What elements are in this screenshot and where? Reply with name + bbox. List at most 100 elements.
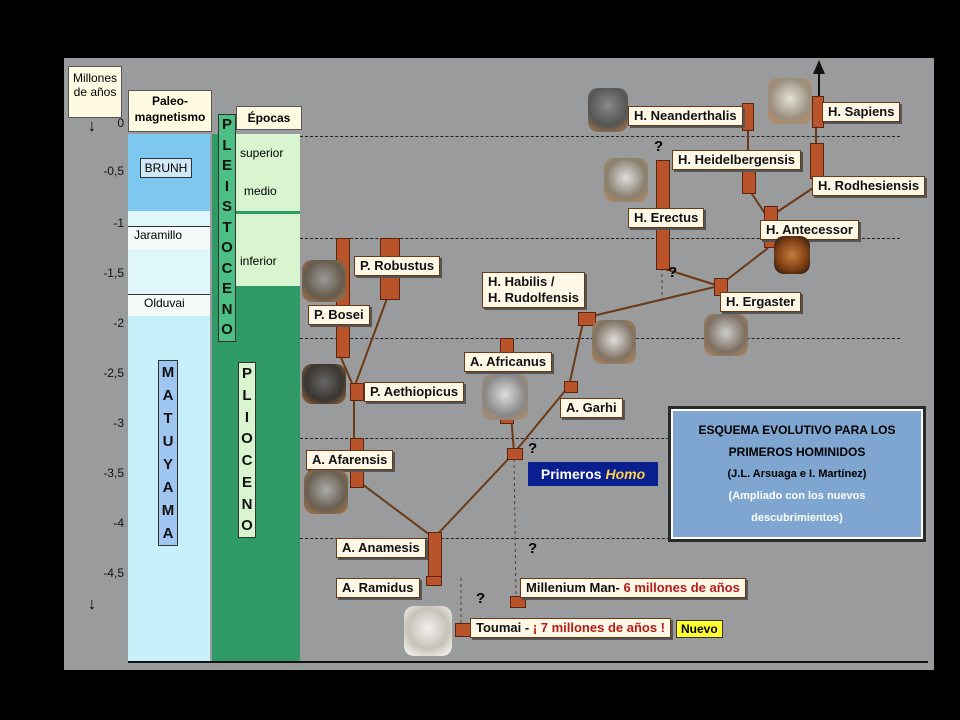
paleo-header: Paleo-magnetismo: [128, 90, 212, 132]
medio-zone: [234, 184, 300, 211]
vertical-letter: L: [222, 136, 232, 154]
vertical-letter: N: [221, 300, 233, 318]
primeros-text: Primeros: [540, 466, 606, 482]
vertical-letter: A: [162, 479, 174, 496]
bar-aethiopicus: [350, 383, 364, 401]
vertical-letter: I: [244, 408, 250, 426]
tick-3.5: -3,5: [103, 466, 124, 480]
bar-habilis: [578, 312, 596, 326]
vertical-letter: S: [221, 198, 232, 216]
vertical-letter: E: [221, 280, 232, 298]
vertical-letter: O: [221, 321, 233, 339]
question-mark: ?: [668, 264, 678, 281]
arrow-down-icon: ↓: [88, 118, 96, 135]
tick-1.5: -1,5: [103, 266, 124, 280]
vertical-letter: P: [241, 365, 252, 382]
skull-image-sapiens: [768, 78, 812, 124]
vertical-letter: E: [221, 157, 232, 175]
tick-3: -3: [113, 416, 124, 430]
vertical-letter: O: [221, 239, 233, 257]
vertical-letter: N: [241, 495, 253, 513]
vertical-letter: M: [161, 364, 175, 381]
label-neanderthalis: H. Neanderthalis: [628, 106, 743, 126]
skull-image-toumai: [404, 606, 452, 656]
skull-image-bosei: [302, 260, 346, 302]
label-habilis: H. Habilis / H. Rudolfensis: [482, 272, 586, 308]
tick-4: -4: [113, 516, 124, 530]
inferior-zone: [234, 214, 300, 286]
nuevo-badge: Nuevo: [676, 620, 723, 638]
dashed-line: [300, 238, 900, 239]
question-mark: ?: [476, 590, 486, 607]
axis-header: Millones de años: [68, 66, 122, 118]
legend-line-4: (Ampliado con los nuevos: [728, 490, 866, 502]
label-millenium: Millenium Man- 6 millones de años: [520, 578, 746, 598]
question-mark: ?: [528, 440, 538, 457]
tick-1: -1: [113, 216, 124, 230]
label-rodhesiensis: H. Rodhesiensis: [812, 176, 926, 196]
vertical-letter: U: [162, 433, 174, 450]
jaramillo-zone: [128, 226, 210, 249]
dashed-line: [300, 136, 900, 137]
legend-line-2: PRIMEROS HOMINIDOS: [728, 445, 866, 459]
legend-line-5: descubrimientos): [751, 512, 843, 524]
arrow-down-icon: ↓: [88, 596, 96, 613]
arrow-up-icon: [813, 60, 825, 74]
vertical-letter: E: [241, 473, 252, 491]
bar-ramidus: [426, 576, 442, 586]
vertical-letter: I: [224, 177, 230, 195]
medio-label: medio: [244, 184, 277, 198]
legend-line-3: (J.L. Arsuaga e I. Martínez): [727, 468, 867, 480]
olduvai-zone: [128, 294, 210, 317]
legend-box: ESQUEMA EVOLUTIVO PARA LOS PRIMEROS HOMI…: [668, 406, 926, 542]
vertical-letter: P: [221, 116, 232, 133]
label-garhi: A. Garhi: [560, 398, 623, 418]
label-afarensis: A. Afarensis: [306, 450, 394, 470]
vertical-letter: O: [241, 517, 253, 535]
label-ergaster: H. Ergaster: [720, 292, 802, 312]
vertical-letter: T: [163, 410, 173, 427]
bar-garhi-node: [507, 448, 523, 460]
bruhn-label: BRUNH: [140, 158, 192, 178]
bar-garhi: [564, 381, 578, 393]
primeros-homo-banner: Primeros Homo: [528, 462, 658, 486]
skull-image-antecessor: [774, 236, 810, 274]
label-erectus: H. Erectus: [628, 208, 705, 228]
superior-label: superior: [240, 146, 284, 160]
toumai-prefix: Toumai -: [476, 620, 533, 635]
tick-4.5: -4,5: [103, 566, 124, 580]
vertical-letter: C: [221, 259, 233, 277]
tick-0: 0: [117, 116, 124, 130]
legend-inner: ESQUEMA EVOLUTIVO PARA LOS PRIMEROS HOMI…: [671, 409, 923, 539]
vertical-letter: L: [242, 386, 252, 404]
skull-image-afarensis: [304, 470, 348, 514]
label-africanus: A. Africanus: [464, 352, 553, 372]
vertical-letter: C: [241, 452, 253, 469]
homo-text: Homo: [605, 466, 646, 482]
tick-0.5: -0,5: [103, 164, 124, 178]
skull-image-habilis: [592, 320, 636, 364]
label-heidelbergensis: H. Heidelbergensis: [672, 150, 802, 170]
toumai-highlight: ¡ 7 millones de años !: [532, 620, 666, 635]
millenium-highlight: 6 millones de años: [623, 580, 740, 595]
vertical-letter: M: [161, 502, 175, 519]
vertical-letter: A: [162, 387, 174, 404]
label-aethiopicus: P. Aethiopicus: [364, 382, 465, 402]
inferior-label: inferior: [240, 254, 277, 268]
skull-image-ergaster: [704, 314, 748, 356]
vertical-letter: O: [241, 430, 253, 448]
baseline: [128, 661, 928, 663]
legend-line-1: ESQUEMA EVOLUTIVO PARA LOS: [698, 423, 896, 437]
bar-toumai: [455, 623, 471, 637]
vertical-letter: T: [222, 218, 232, 236]
bar-neanderthalis: [742, 103, 754, 131]
question-mark: ?: [528, 540, 538, 557]
skull-image-africanus: [482, 374, 528, 420]
label-sapiens: H. Sapiens: [822, 102, 901, 122]
label-robustus: P. Robustus: [354, 256, 441, 276]
skull-image-erectus: [604, 158, 648, 202]
tick-2.5: -2,5: [103, 366, 124, 380]
